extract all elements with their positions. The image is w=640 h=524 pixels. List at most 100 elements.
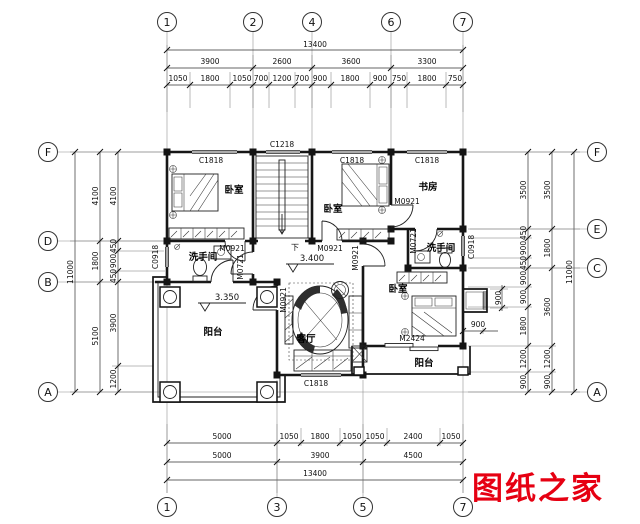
axis-top-6: 6 [388,16,395,29]
windows [163,148,467,379]
dim-bay-width: 900 [471,320,486,329]
dim-right-detail-8: 900 [519,375,528,390]
dim-top-detail-8: 900 [373,74,388,83]
bed-bedroom2 [341,163,390,207]
dim-left-detail-3: 450 [109,269,118,284]
dims-left: 11000 4100 1800 5100 4100 450 900 450 39… [66,186,118,388]
dim-left-axis-1: 1800 [91,251,100,270]
door-label-m0921-study: M0921 [394,197,420,206]
watermark-logo: 图纸之家 [472,471,604,507]
dresser-bedroom2 [336,228,390,241]
dim-right-detail-4: 900 [519,271,528,286]
door-label-m0921-bath-left: M0921 [219,244,245,253]
dim-top-detail-7: 1800 [340,74,359,83]
axis-bottom-1: 1 [164,501,171,514]
dresser-bedroom3 [396,271,448,284]
axis-bubbles: 1 2 4 6 7 1 3 5 7 F D B A F E C A [38,12,607,517]
door-label-m0921-bedroom3: M0921 [351,245,360,271]
dim-bottom-detail-4: 1050 [365,432,384,441]
dim-right-axis-0: 3500 [543,180,552,199]
dim-bay-depth: 900 [494,291,503,306]
window-label-c1818-bedroom1: C1818 [199,156,224,165]
dim-top-detail-11: 750 [448,74,463,83]
axis-right-F: F [594,146,600,159]
dims-bottom: 5000 1050 1800 1050 1050 2400 1050 5000 … [212,432,460,478]
room-label-bedroom2: 卧室 [323,203,343,215]
dim-left-detail-1: 450 [109,239,118,254]
axis-right-A: A [593,386,601,399]
room-label-bath-left: 洗手间 [189,251,218,263]
axis-left-D: D [44,235,52,248]
axis-right-C: C [593,262,601,275]
opening-labels: C1818 C1218 C1818 C1818 C1818 C0918 C091… [151,140,476,388]
bay-window [465,291,484,310]
axis-bottom-3: 3 [274,501,281,514]
staircase [255,155,309,239]
dim-left-axis-0: 4100 [91,186,100,205]
dim-top-detail-0: 1050 [168,74,187,83]
dim-right-detail-6: 1800 [519,316,528,335]
axis-left-A: A [44,386,52,399]
window-label-c1218-stair: C1218 [270,140,295,149]
window-label-c0918-right: C0918 [467,235,476,260]
bed-bedroom1 [171,173,219,212]
dim-bottom-axis-1: 3900 [310,451,329,460]
dim-top-axis-1: 2600 [272,57,291,66]
axis-left-F: F [45,146,51,159]
dim-top-detail-9: 750 [392,74,407,83]
door-label-m0721-right: M0721 [409,228,418,254]
dim-bottom-axis-0: 5000 [212,451,231,460]
dim-right-detail-0: 3500 [519,180,528,199]
dim-bottom-detail-6: 1050 [441,432,460,441]
dim-right-axis-2: 3600 [543,297,552,316]
window-label-c1818-bedroom2: C1818 [340,156,365,165]
dim-bottom-detail-3: 1050 [342,432,361,441]
dim-left-detail-4: 3900 [109,313,118,332]
axis-top-4: 4 [309,16,316,29]
door-label-m0721-left: M0721 [236,254,245,280]
dim-left-total: 11000 [66,260,75,284]
dims-top: 13400 3900 2600 3600 3300 1050 1800 1050… [168,40,462,83]
dim-top-axis-0: 3900 [200,57,219,66]
dim-top-detail-5: 700 [295,74,310,83]
dim-right-detail-5: 900 [519,290,528,305]
dim-top-detail-3: 700 [254,74,269,83]
dim-right-axis-3: 1200 [543,349,552,368]
bed-bedroom3 [411,295,457,337]
dim-right-detail-3: 450 [519,256,528,271]
dim-left-detail-5: 1200 [109,369,118,388]
dim-bottom-detail-5: 2400 [403,432,422,441]
level-hall: 3.400 [300,254,324,264]
room-label-balcony-right: 阳台 [414,357,434,369]
axis-bottom-7: 7 [460,501,467,514]
dim-top-axis-3: 3300 [417,57,436,66]
dim-top-total: 13400 [303,40,327,49]
window-label-c1818-study: C1818 [415,156,440,165]
dresser-bedroom1 [168,227,245,240]
dim-right-detail-7: 1200 [519,349,528,368]
bathroom-right-fixtures [414,230,453,268]
balcony-columns [159,286,469,403]
door-label-m2424: M2424 [399,334,425,343]
room-label-bedroom3: 卧室 [388,283,408,295]
level-marks: 3.400 3.350 [198,254,334,312]
axis-bottom-5: 5 [360,501,367,514]
door-label-m0921-bedroom2: M0921 [317,244,343,253]
window-label-c0918-left: C0918 [151,245,160,270]
dim-top-detail-1: 1800 [200,74,219,83]
axis-left-B: B [44,276,52,289]
dim-left-detail-0: 4100 [109,186,118,205]
dim-left-axis-2: 5100 [91,326,100,345]
stair-down-label: 下 [291,243,299,252]
room-label-bath-right: 洗手间 [427,242,456,254]
dim-bottom-axis-2: 4500 [403,451,422,460]
bathroom-left-fixtures [174,243,232,283]
door-label-m0921-balcony: M0921 [279,287,288,313]
dims-right: 11000 3500 1800 3600 1200 900 3500 450 9… [471,180,574,389]
dim-right-axis-1: 1800 [543,238,552,257]
dim-top-detail-6: 900 [313,74,328,83]
axis-right-E: E [594,223,601,236]
dim-right-total: 11000 [565,260,574,284]
room-label-living: 客厅 [295,333,316,345]
